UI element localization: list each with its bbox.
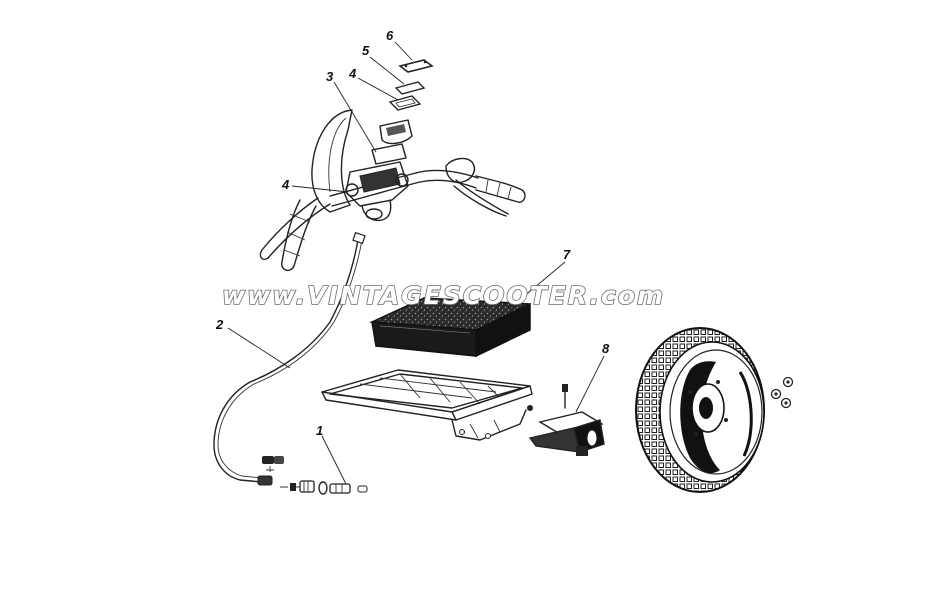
callout-6: 6 [386, 28, 394, 43]
leader-lines [227, 41, 605, 485]
callout-2: 2 [215, 317, 224, 332]
callout-7: 7 [563, 247, 571, 262]
left-lever [259, 197, 331, 260]
right-lever [445, 157, 476, 184]
luggage-rack [321, 369, 533, 441]
handlebar-tube [329, 169, 479, 197]
spare-wheel [635, 327, 794, 493]
callout-8: 8 [602, 341, 610, 356]
handlebar-headlamp-assembly [259, 109, 526, 272]
callout-4-lower: 4 [281, 177, 290, 192]
cover-part-6 [398, 59, 434, 73]
wheel-nuts [770, 376, 794, 409]
headlamp-shell [311, 109, 353, 213]
watermark-text: www.VINTAGESCOOTER.com [222, 281, 665, 310]
mounting-bracket-part-8 [528, 384, 605, 456]
cable-end-fitting [257, 475, 273, 486]
speedometer-cup [371, 143, 407, 165]
callout-5: 5 [362, 43, 370, 58]
battery-box-part-7 [369, 297, 531, 358]
lens-and-gasket-stack [388, 59, 434, 111]
drive-fitting-part-1 [329, 483, 351, 494]
left-grip [281, 199, 317, 272]
right-grip [475, 175, 526, 203]
callout-1: 1 [316, 423, 323, 438]
speedometer-cable [213, 231, 368, 495]
callout-numbers: 6 5 3 4 4 7 2 8 1 [215, 28, 610, 438]
callout-3: 3 [326, 69, 334, 84]
lens-part-5 [394, 81, 426, 95]
callout-4-upper: 4 [348, 66, 357, 81]
